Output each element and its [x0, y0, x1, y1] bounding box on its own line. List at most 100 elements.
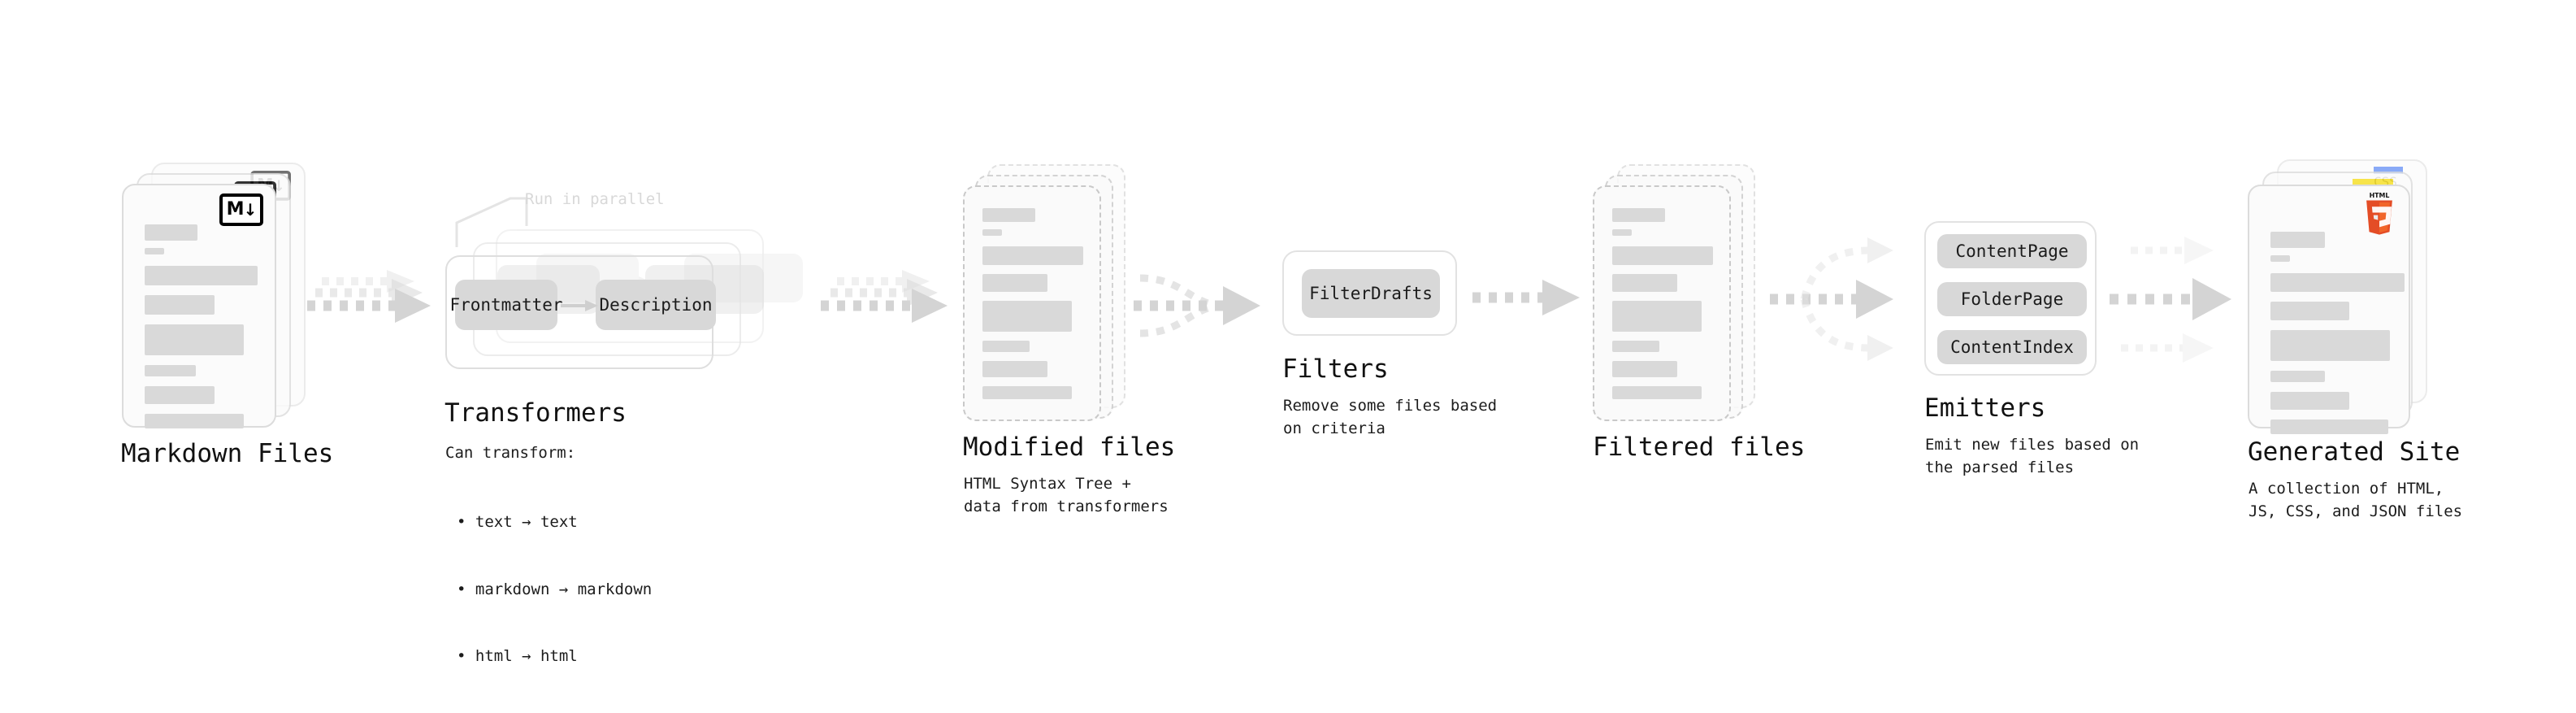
- transformer-layer-front: Frontmatter Description: [445, 255, 716, 369]
- emitter-chip-folderpage[interactable]: FolderPage: [1937, 282, 2087, 316]
- connector-emitters-to-site: [2110, 237, 2231, 363]
- transformer-chip-description[interactable]: Description: [596, 280, 716, 330]
- run-in-parallel-note: Run in parallel: [525, 190, 665, 208]
- generated-card-content: [2249, 186, 2409, 434]
- generated-site-subtitle: A collection of HTML, JS, CSS, and JSON …: [2249, 480, 2463, 520]
- connector-filters-to-filtered: [1472, 280, 1580, 315]
- filtered-card-front: [1593, 185, 1731, 421]
- content-bar: [2270, 273, 2405, 292]
- markdown-card-front: M↓: [122, 184, 276, 428]
- content-bar: [1612, 301, 1702, 332]
- emitter-chip-contentindex[interactable]: ContentIndex: [1937, 330, 2087, 364]
- transformers-bullet-item: • html → html: [457, 647, 578, 666]
- content-bar: [1612, 341, 1659, 352]
- content-bar: [982, 361, 1047, 377]
- arrow-main: [2110, 278, 2231, 320]
- stage-title-generated-site: Generated Site: [2248, 437, 2461, 467]
- transformers-bullet-item: • markdown → markdown: [457, 580, 653, 598]
- content-bar: [2270, 420, 2388, 434]
- content-bar: [145, 365, 196, 376]
- content-bar: [2270, 371, 2325, 382]
- split-branch-top: [1800, 237, 1893, 301]
- modified-file-stack: [963, 164, 1150, 433]
- transformer-chip-frontmatter[interactable]: Frontmatter: [449, 280, 563, 330]
- split-arrowhead-mid: [1856, 280, 1893, 319]
- markdown-file-stack: M↓ M↓ M↓: [122, 163, 309, 431]
- modified-card-front: [963, 185, 1101, 421]
- stage-title-transformers: Transformers: [445, 398, 627, 428]
- emitters-subtitle: Emit new files based on the parsed files: [1925, 436, 2140, 476]
- split-branch-bottom: [1800, 298, 1893, 361]
- content-bar: [145, 248, 164, 254]
- stage-title-markdown-files: Markdown Files: [121, 439, 334, 468]
- stage-generated-site: CSS HTML: [2248, 159, 2462, 520]
- html5-icon: HTML: [2361, 192, 2397, 235]
- content-bar: [2270, 392, 2349, 410]
- arrow-main: [821, 289, 948, 323]
- content-bar: [982, 229, 1002, 236]
- content-bar: [982, 386, 1072, 399]
- connector-transformers-to-modified: [821, 270, 948, 323]
- stage-title-emitters: Emitters: [1924, 393, 2046, 423]
- content-bar: [982, 274, 1047, 292]
- content-bar: [982, 341, 1030, 352]
- stage-markdown-files: M↓ M↓ M↓: [121, 163, 333, 468]
- filter-chip-filterdrafts[interactable]: FilterDrafts: [1302, 269, 1440, 318]
- markdown-icon-arrow: ↓: [243, 200, 258, 220]
- arrow-ghost-bottom: [2121, 333, 2214, 363]
- content-bar: [145, 324, 244, 355]
- content-bar: [2270, 255, 2290, 262]
- arrow-main: [307, 289, 431, 323]
- stage-filters: FilterDrafts Filters Remove some files b…: [1282, 250, 1497, 437]
- run-in-parallel-brace: [455, 197, 528, 247]
- transformer-front-arrow: [561, 300, 598, 311]
- filtered-card-content: [1594, 187, 1729, 420]
- content-bar: [2270, 232, 2325, 248]
- transformers-subtitle-heading: Can transform:: [445, 444, 576, 462]
- arrow-ghost-top: [2131, 237, 2214, 264]
- content-bar: [145, 224, 197, 241]
- content-bar: [1612, 229, 1632, 236]
- content-bar: [145, 386, 215, 404]
- filters-subtitle: Remove some files based on criteria: [1283, 397, 1498, 437]
- content-bar: [1612, 386, 1702, 399]
- stage-title-filtered-files: Filtered files: [1593, 433, 1806, 462]
- content-bar: [982, 208, 1035, 222]
- content-bar: [145, 414, 244, 428]
- content-bar: [2270, 302, 2349, 320]
- markdown-icon-m: M: [226, 199, 245, 220]
- emitters-box: ContentPage FolderPage ContentIndex: [1924, 221, 2097, 376]
- content-bar: [1612, 361, 1677, 377]
- generated-file-stack: CSS HTML: [2248, 159, 2459, 436]
- emitter-chip-contentpage[interactable]: ContentPage: [1937, 234, 2087, 268]
- merge-arrowhead: [1223, 286, 1260, 325]
- transformers-bullet-item: • text → text: [457, 513, 578, 532]
- connector-md-to-transformers: [307, 270, 431, 323]
- content-bar: [982, 301, 1072, 332]
- markdown-card-content: [124, 185, 275, 428]
- content-bar: [1612, 246, 1713, 265]
- content-bar: [2270, 330, 2390, 361]
- transformers-bullets: • text → text • markdown → markdown • ht…: [457, 467, 652, 713]
- arrow-main-head: [1542, 280, 1580, 315]
- stage-modified-files: Modified files HTML Syntax Tree + data f…: [963, 164, 1175, 515]
- stage-emitters: ContentPage FolderPage ContentIndex Emit…: [1924, 221, 2139, 476]
- modified-card-content: [965, 187, 1099, 420]
- pipeline-diagram: M↓ M↓ M↓: [121, 159, 2462, 665]
- content-bar: [1612, 208, 1665, 222]
- content-bar: [145, 266, 258, 285]
- stage-filtered-files: Filtered files: [1593, 164, 1805, 462]
- connector-modified-to-filters: [1134, 274, 1260, 337]
- filtered-file-stack: [1593, 164, 1780, 433]
- markdown-icon: M↓: [219, 193, 263, 226]
- connector-filtered-to-emitters: [1770, 237, 1893, 361]
- generated-card-html: HTML: [2248, 185, 2410, 434]
- content-bar: [145, 295, 215, 315]
- content-bar: [1612, 274, 1677, 292]
- content-bar: [982, 246, 1083, 265]
- html5-icon-label: HTML: [2370, 192, 2390, 199]
- stage-title-filters: Filters: [1282, 354, 1389, 384]
- filters-box: FilterDrafts: [1282, 250, 1457, 336]
- modified-files-subtitle: HTML Syntax Tree + data from transformer…: [964, 475, 1169, 515]
- stage-title-modified-files: Modified files: [963, 433, 1176, 462]
